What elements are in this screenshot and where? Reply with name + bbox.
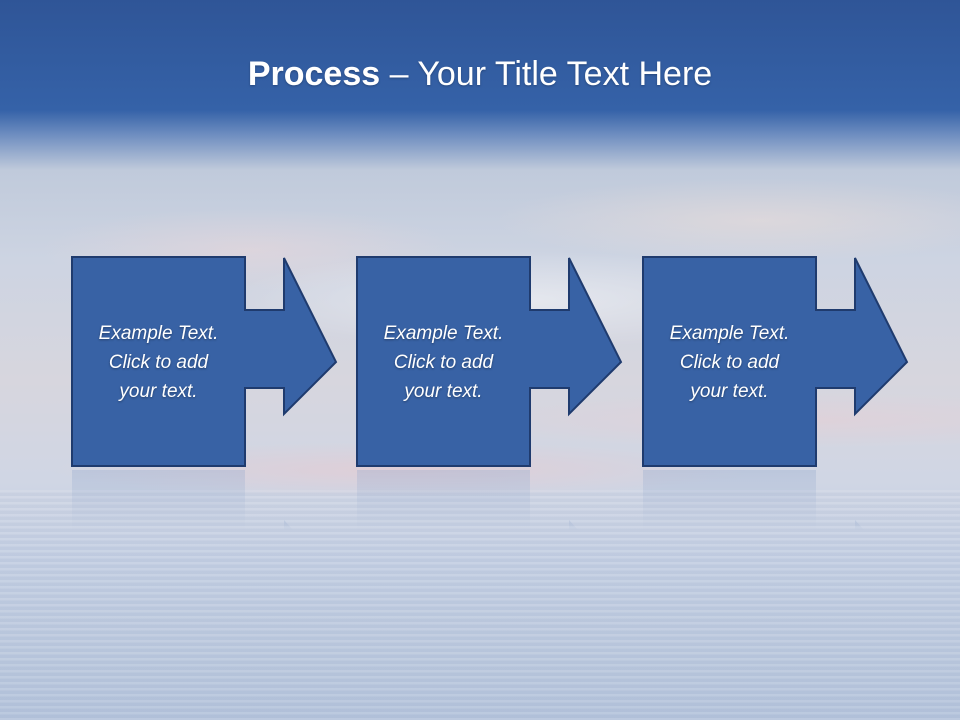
step-1-reflection [71, 470, 346, 550]
step-3-text[interactable]: Example Text. Click to add your text. [669, 322, 790, 402]
process-step-3[interactable]: Example Text. Click to add your text. [642, 256, 917, 468]
process-step-2[interactable]: Example Text. Click to add your text. [356, 256, 631, 468]
slide-title[interactable]: Process – Your Title Text Here [0, 52, 960, 96]
arrow-box-shape [356, 256, 623, 467]
arrow-box-shape [642, 256, 909, 467]
process-step-1[interactable]: Example Text. Click to add your text. [71, 256, 346, 468]
step-1-text[interactable]: Example Text. Click to add your text. [98, 322, 219, 402]
arrow-box-shape [71, 256, 338, 467]
title-bold-part: Process [247, 55, 381, 93]
step-2-reflection [356, 470, 631, 550]
step-2-text[interactable]: Example Text. Click to add your text. [383, 322, 504, 402]
step-3-reflection [642, 470, 917, 550]
title-rest-part: – Your Title Text Here [380, 55, 713, 93]
